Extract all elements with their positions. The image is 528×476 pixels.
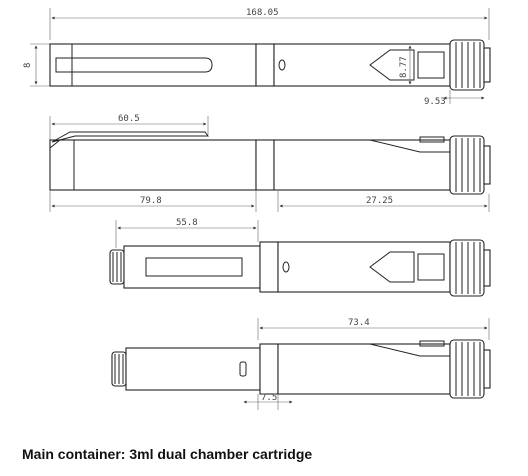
cap-width-label: 9.53 bbox=[424, 97, 446, 107]
pen-cap bbox=[273, 43, 451, 87]
caption: Main container: 3ml dual chamber cartrid… bbox=[22, 446, 313, 462]
clip-profile bbox=[51, 131, 209, 143]
pen-cap-extended-side bbox=[277, 343, 451, 395]
diameter-label: 8 bbox=[23, 63, 33, 68]
plunger-barrel-side bbox=[125, 347, 261, 391]
view-top: 168.05 8 8.77 9.53 bbox=[23, 8, 491, 107]
tip-length-label: 7.5 bbox=[261, 393, 277, 403]
pen-body-side bbox=[49, 139, 257, 191]
plunger-barrel bbox=[123, 245, 261, 289]
dose-knob bbox=[449, 39, 485, 91]
dose-knob-extended-side bbox=[449, 339, 485, 399]
window-frame bbox=[369, 49, 415, 81]
dose-knob-extended bbox=[449, 239, 485, 297]
pocket-clip bbox=[55, 57, 213, 73]
view-extended-side: 73.4 7.5 bbox=[111, 318, 491, 410]
pen-cap-extended bbox=[277, 241, 451, 293]
body-length-label: 79.8 bbox=[140, 196, 162, 206]
plunger-extension-label: 55.8 bbox=[176, 218, 198, 228]
window-height-label: 8.77 bbox=[399, 56, 409, 78]
barrel-label-area bbox=[145, 257, 243, 277]
overall-length-label: 168.05 bbox=[246, 8, 279, 18]
dose-window bbox=[417, 51, 445, 79]
view-side: 60.5 79.8 27.25 bbox=[49, 114, 491, 212]
view-extended-top: 55.8 bbox=[109, 218, 491, 297]
dose-knob-side bbox=[449, 135, 485, 195]
pen-ring bbox=[255, 43, 275, 87]
cap-length-label: 27.25 bbox=[366, 196, 393, 206]
barrel-length-label: 73.4 bbox=[348, 318, 370, 328]
pen-body bbox=[49, 43, 257, 87]
pen-cap-side bbox=[273, 139, 451, 191]
clip-length-label: 60.5 bbox=[118, 114, 140, 124]
